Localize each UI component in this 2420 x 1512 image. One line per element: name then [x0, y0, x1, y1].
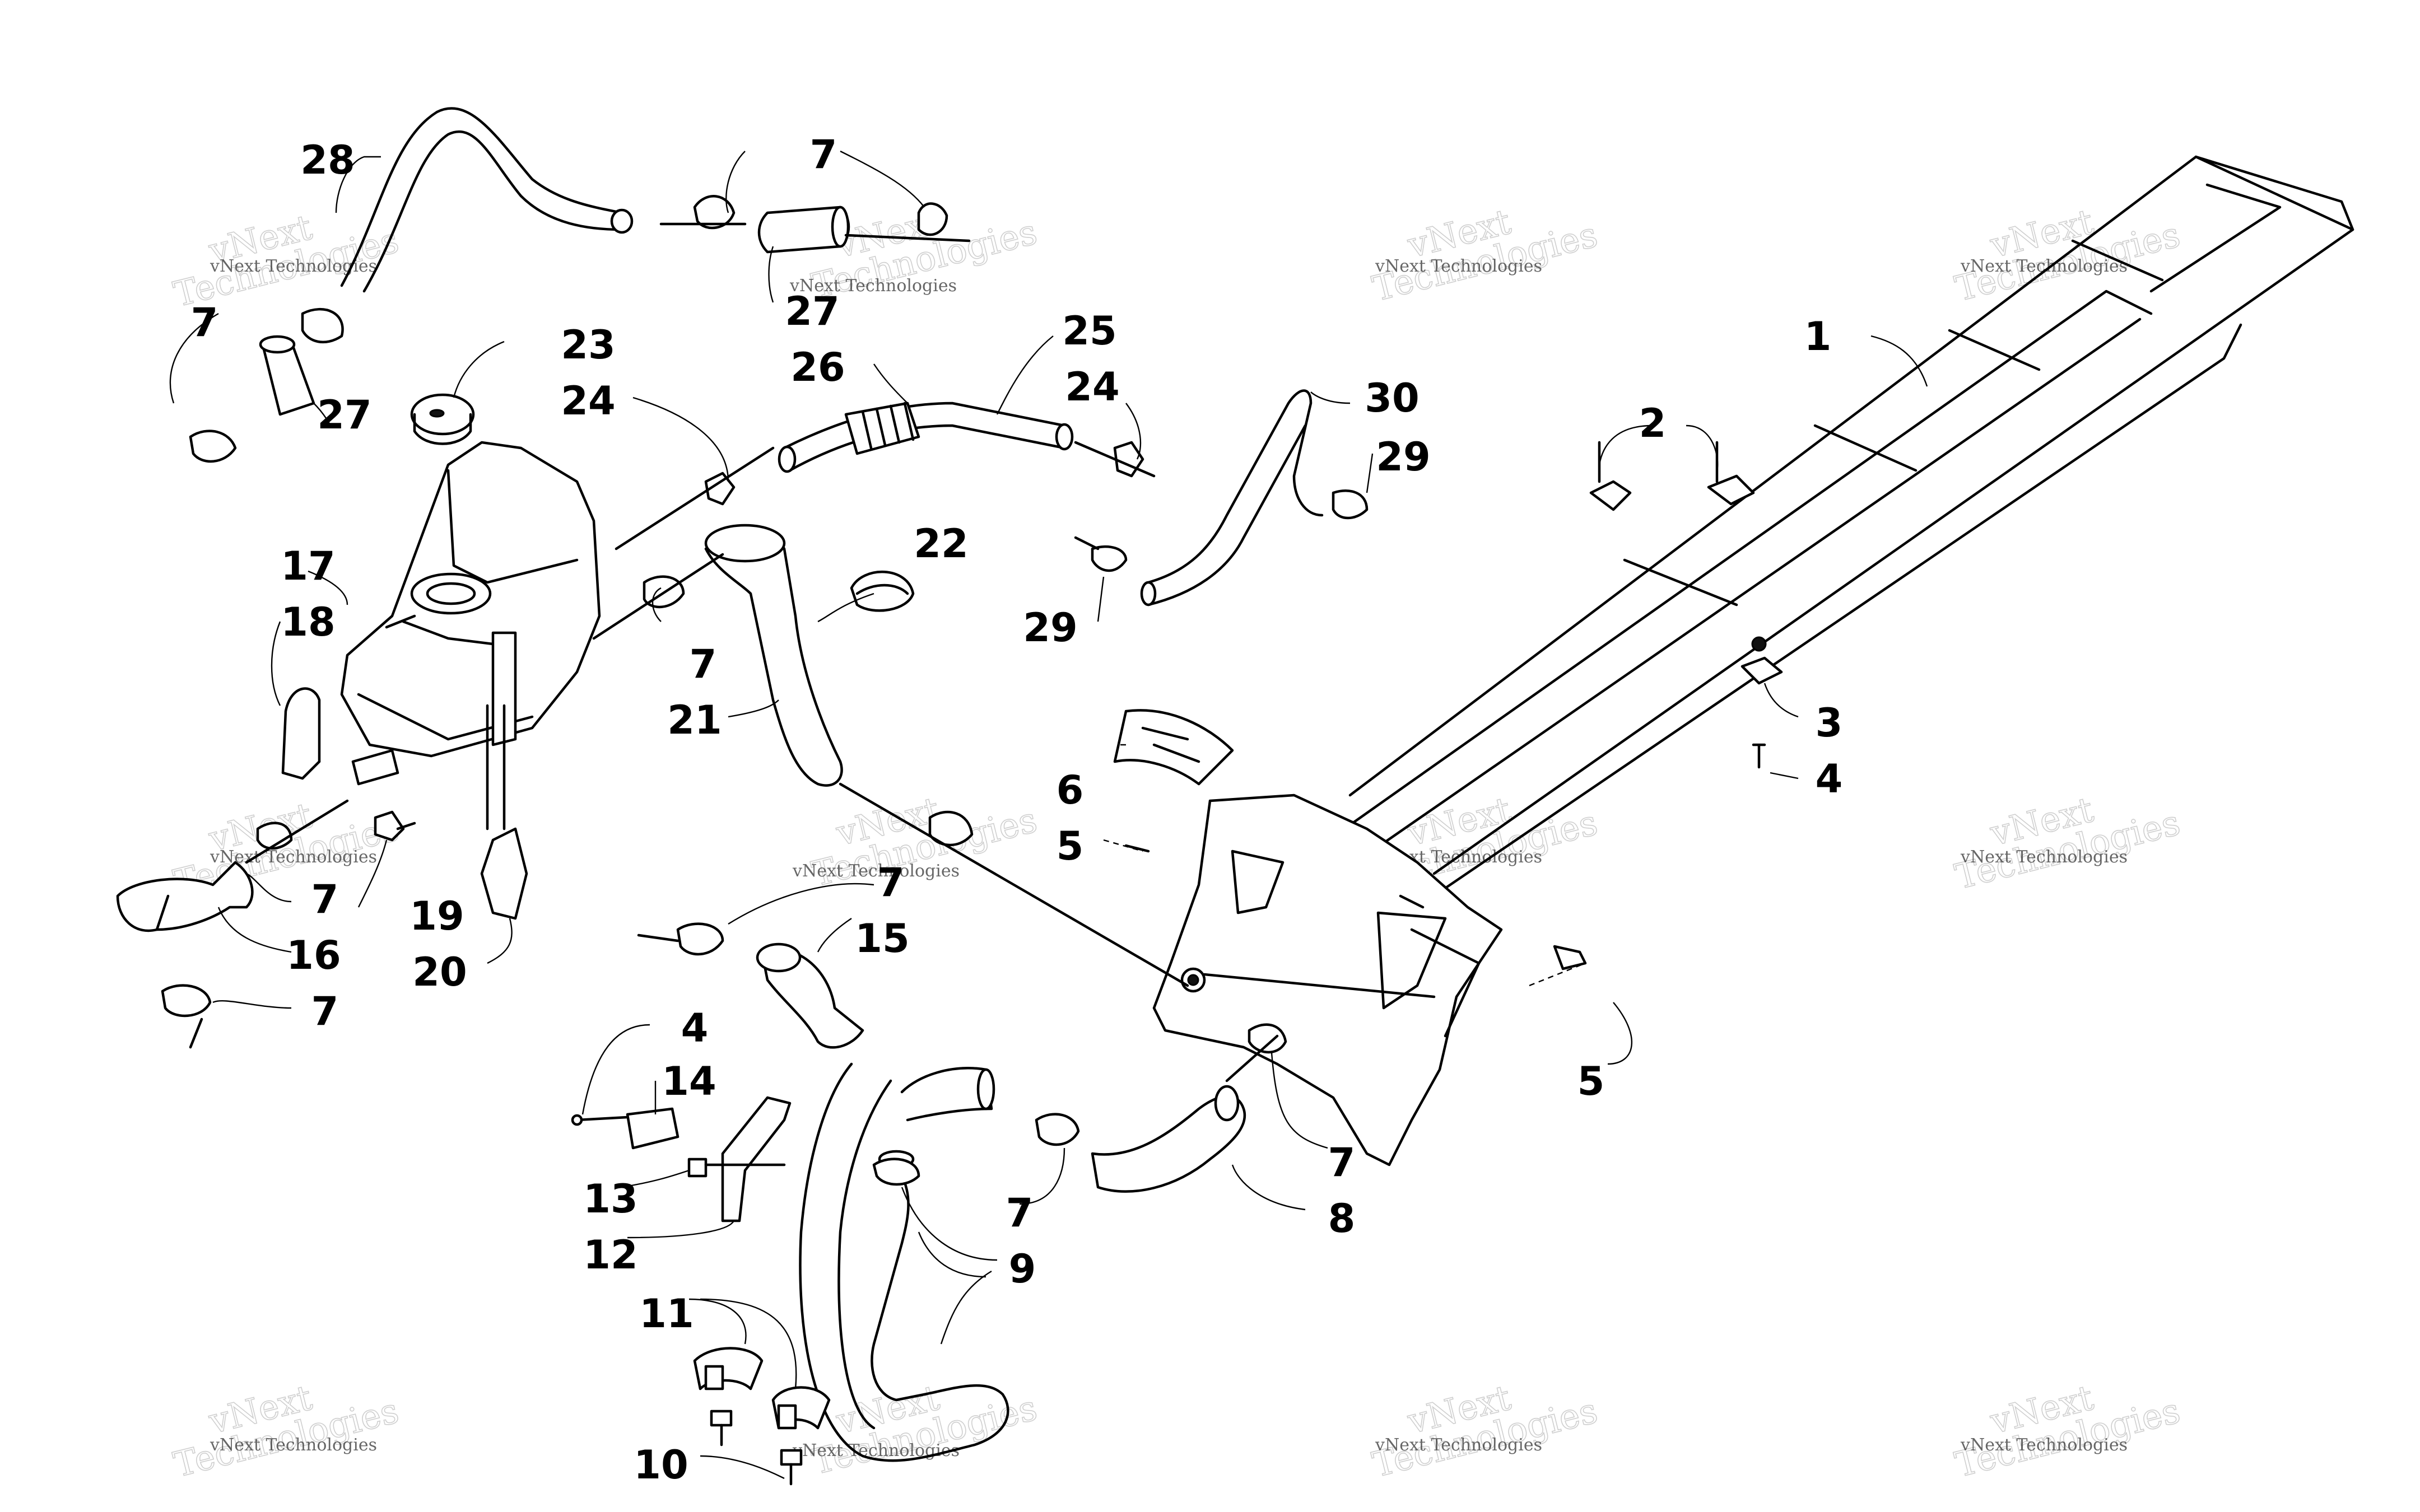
watermark-small: vNext Technologies — [1960, 1435, 2128, 1455]
callout-3: 3 — [1816, 700, 1843, 746]
part-18-hose — [281, 614, 416, 780]
callout-4: 4 — [1816, 756, 1843, 802]
part-14-bracket — [626, 1107, 680, 1150]
callout-27: 27 — [785, 288, 839, 334]
part-12-bracket — [704, 1096, 792, 1222]
part-25-hose — [778, 402, 1074, 473]
part-29-clamp-upper — [1332, 489, 1369, 520]
watermark-small: vNext Technologies — [792, 1441, 960, 1460]
callout-2: 2 — [1639, 400, 1667, 446]
leader-lines — [169, 150, 1928, 1480]
part-17-coolant-tank — [340, 441, 601, 786]
part-7-clamp-top-1 — [659, 195, 747, 230]
part-7-clamp-9 — [872, 1158, 920, 1186]
callout-7: 7 — [311, 876, 339, 922]
callout-24: 24 — [561, 378, 615, 424]
callout-1: 1 — [1804, 314, 1832, 360]
part-29-clamp-lower — [1074, 536, 1128, 572]
callout-14: 14 — [662, 1058, 716, 1104]
part-20-bracket — [480, 704, 528, 920]
part-7-clamp-manifold — [1225, 1023, 1287, 1082]
part-13-nut — [687, 1158, 708, 1178]
watermark-small: vNext Technologies — [792, 861, 960, 881]
part-30-hose — [1140, 389, 1324, 606]
part-26-spring — [844, 402, 920, 455]
part-7-clamp-top-2 — [844, 202, 971, 242]
callout-7: 7 — [1328, 1140, 1356, 1186]
callout-7: 7 — [877, 860, 905, 906]
callout-7: 7 — [1006, 1190, 1034, 1236]
part-16-hose — [116, 861, 254, 932]
watermark-small: vNext Technologies — [789, 276, 957, 296]
callout-17: 17 — [281, 543, 335, 589]
watermark-small: vNext Technologies — [1960, 847, 2128, 867]
part-23-pressure-cap — [410, 393, 475, 445]
watermark-small: vNext Technologies — [210, 1435, 377, 1455]
callout-8: 8 — [1328, 1196, 1356, 1242]
callout-19: 19 — [409, 893, 464, 939]
callout-4: 4 — [681, 1005, 709, 1051]
callout-29: 29 — [1023, 605, 1077, 651]
part-7-clamp-left-16b — [161, 984, 212, 1049]
part-11-clamp-left — [693, 1347, 764, 1390]
callout-5: 5 — [1577, 1058, 1605, 1104]
part-7-clamp-15 — [637, 922, 724, 956]
callout-7: 7 — [191, 300, 218, 346]
callout-25: 25 — [1062, 308, 1116, 354]
watermark-small: vNext Technologies — [1375, 1435, 1542, 1455]
callout-23: 23 — [561, 322, 615, 368]
callout-22: 22 — [914, 521, 968, 567]
part-4-screw — [571, 1114, 629, 1126]
callout-6: 6 — [1057, 767, 1084, 813]
watermark-group: vNext Technologies vNext Technologies vN… — [169, 200, 2184, 1486]
part-28-hose — [340, 107, 634, 293]
part-7-clamp-left-16a — [245, 799, 349, 864]
part-7-clamp-left-lower — [189, 430, 237, 463]
part-8-hose — [1091, 1085, 1246, 1193]
part-11-clamp-right — [771, 1386, 831, 1430]
part-7-clamp-8 — [1035, 1113, 1080, 1146]
callout-labels: 1 2 3 4 5 6 5 7 28 27 7 27 23 24 26 25 2… — [191, 132, 1843, 1488]
part-7-clamp-tank-right — [592, 553, 724, 640]
part-24-clamp-right — [1074, 441, 1156, 478]
callout-10: 10 — [634, 1442, 688, 1488]
callout-20: 20 — [412, 949, 467, 995]
callout-28: 28 — [300, 137, 355, 183]
callout-5: 5 — [1057, 823, 1084, 869]
part-10-bolt-b — [780, 1449, 803, 1486]
callout-9: 9 — [1009, 1246, 1036, 1292]
part-10-bolt-a — [710, 1410, 733, 1446]
callout-7: 7 — [690, 641, 717, 687]
callout-12: 12 — [583, 1232, 637, 1278]
part-1-heat-exchanger — [1152, 155, 2354, 1166]
part-21-hose — [704, 524, 843, 787]
callout-27: 27 — [317, 392, 371, 438]
callout-11: 11 — [639, 1291, 694, 1337]
part-7-clamp-left-upper — [301, 307, 344, 344]
part-27-coupler-top — [757, 206, 850, 254]
callout-26: 26 — [790, 344, 845, 390]
callout-7: 7 — [810, 132, 837, 178]
watermark-small: vNext Technologies — [1375, 256, 1542, 276]
callout-7: 7 — [311, 988, 339, 1034]
callout-13: 13 — [583, 1176, 637, 1222]
part-7-clamp-mid — [839, 782, 1189, 987]
callout-30: 30 — [1365, 375, 1419, 421]
part-6-pad — [1113, 709, 1234, 786]
part-15-hose — [756, 942, 864, 1049]
part-19-bolt — [374, 810, 416, 842]
callout-29: 29 — [1376, 434, 1430, 480]
callout-16: 16 — [286, 932, 341, 978]
part-22-clamp — [850, 571, 915, 612]
callout-18: 18 — [281, 599, 335, 645]
callout-21: 21 — [667, 697, 722, 743]
callout-24: 24 — [1065, 364, 1119, 410]
part-2-3-4-fasteners — [1124, 441, 1783, 970]
part-24-clamp-left — [615, 446, 775, 550]
callout-15: 15 — [855, 916, 909, 962]
part-27-coupler-left — [259, 335, 315, 416]
